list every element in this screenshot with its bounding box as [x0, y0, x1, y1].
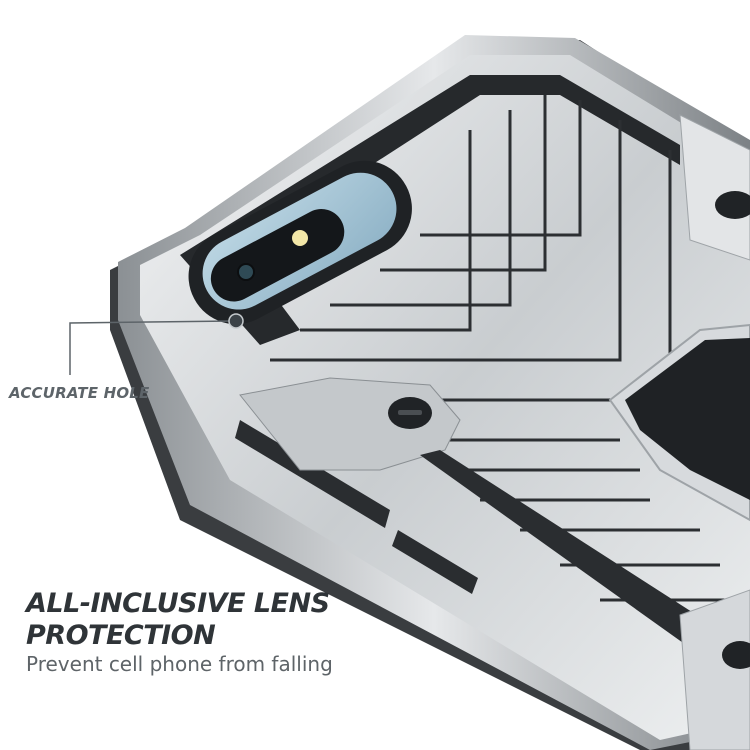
accurate-hole-callout	[69, 313, 244, 375]
camera-frame	[188, 160, 412, 325]
side-buttons	[235, 420, 478, 594]
callout-label: ACCURATE HOLE	[9, 384, 150, 402]
headline: ALL-INCLUSIVE LENS PROTECTION	[26, 588, 330, 652]
ring-kickstand	[608, 323, 750, 522]
headline-line-1: ALL-INCLUSIVE LENS	[26, 588, 330, 619]
subline: Prevent cell phone from falling	[26, 652, 333, 676]
headline-line-2: PROTECTION	[26, 620, 216, 651]
flash-icon	[292, 230, 308, 246]
lens-icon	[237, 263, 255, 281]
microphone-hole-icon	[228, 313, 244, 329]
phone-case	[110, 35, 750, 750]
